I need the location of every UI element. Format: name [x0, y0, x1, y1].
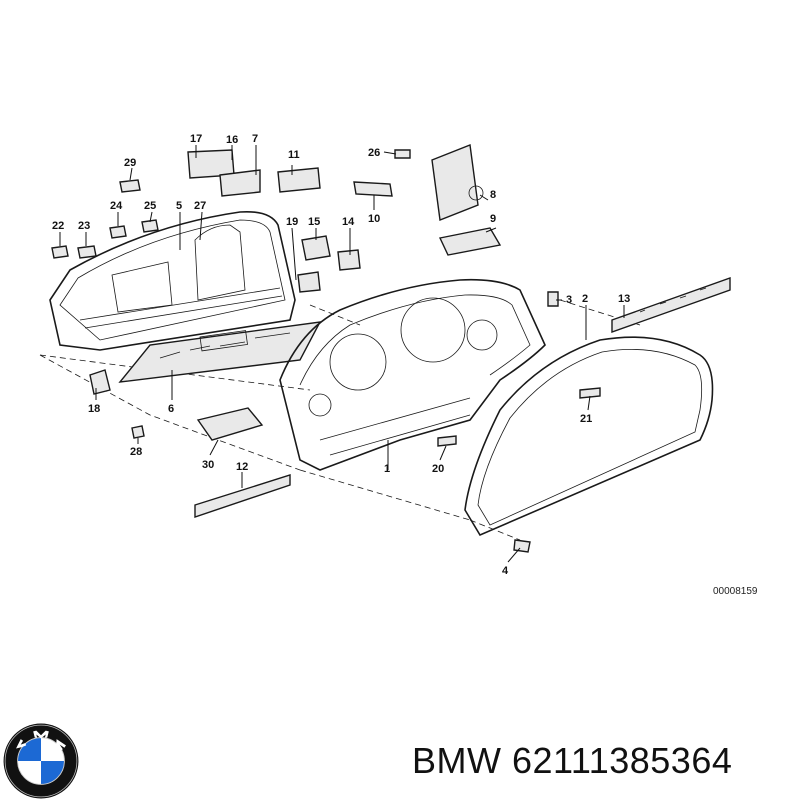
- callout-18: 18: [88, 403, 100, 415]
- callout-21: 21: [580, 413, 592, 425]
- label-strip-part-12: [194, 474, 291, 518]
- callout-26: 26: [368, 147, 380, 159]
- label-strip-part-13: [611, 277, 731, 333]
- callout-28: 28: [130, 446, 142, 458]
- lens-frame-part-2: [464, 336, 714, 537]
- callout-10: 10: [368, 213, 380, 225]
- callout-17: 17: [190, 133, 202, 145]
- callout-12: 12: [236, 461, 248, 473]
- callout-8: 8: [490, 189, 496, 201]
- callout-15: 15: [308, 216, 320, 228]
- callout-30: 30: [202, 459, 214, 471]
- leader-lines: [59, 145, 625, 563]
- callout-2: 2: [582, 293, 588, 305]
- diagram-reference-code: 00008159: [713, 586, 758, 597]
- module-part-9: [438, 227, 502, 256]
- assembly-guide-lines: [39, 299, 641, 541]
- callout-19: 19: [286, 216, 298, 228]
- callout-29: 29: [124, 157, 136, 169]
- bmw-logo: [3, 723, 79, 799]
- callout-14: 14: [342, 216, 355, 228]
- callout-4: 4: [502, 565, 509, 577]
- callout-3: 3: [566, 294, 572, 306]
- callout-5: 5: [176, 200, 182, 212]
- cluster-housing-part-1: [279, 278, 546, 471]
- callout-13: 13: [618, 293, 630, 305]
- small-hardware-parts: [51, 149, 601, 553]
- callout-20: 20: [432, 463, 444, 475]
- callout-16: 16: [226, 134, 238, 146]
- callout-9: 9: [490, 213, 496, 225]
- callout-11: 11: [288, 149, 300, 161]
- callout-27: 27: [194, 200, 206, 212]
- brand-part-number: BMW 62111385364: [412, 740, 733, 781]
- circuit-carrier-part-5: [49, 210, 296, 351]
- callout-25: 25: [144, 200, 156, 212]
- callout-labels: 1 2 3 4 5 6 7 8 9 10 11 12 13 14 15 16 1…: [52, 133, 630, 577]
- callout-23: 23: [78, 220, 90, 232]
- callout-24: 24: [110, 200, 123, 212]
- callout-6: 6: [168, 403, 174, 415]
- module-part-8: [431, 144, 484, 221]
- callout-22: 22: [52, 220, 64, 232]
- callout-7: 7: [252, 133, 258, 145]
- callout-1: 1: [384, 463, 390, 475]
